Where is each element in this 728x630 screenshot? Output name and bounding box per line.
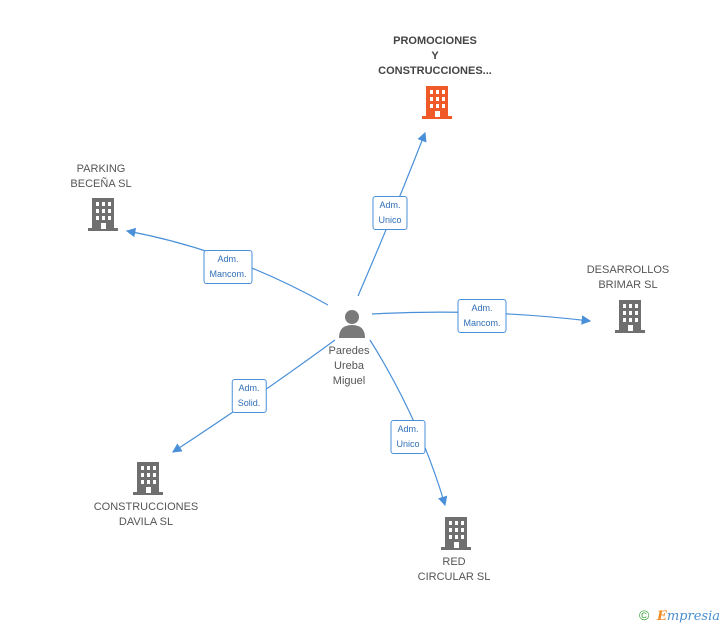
relation-badge-promociones[interactable]: Adm. Unico	[372, 196, 408, 230]
building-icon-desarrollos[interactable]	[613, 298, 647, 334]
relation-badge-red[interactable]: Adm. Unico	[390, 420, 426, 454]
building-icon-red[interactable]	[439, 515, 473, 551]
copyright-symbol: ©	[638, 607, 650, 623]
relation-badge-parking[interactable]: Adm. Mancom.	[203, 250, 253, 284]
person-icon	[339, 310, 365, 338]
brand-logo: Empresia	[656, 609, 720, 624]
company-label-parking[interactable]: PARKING BECEÑA SL	[70, 163, 132, 190]
person-name-label[interactable]: Paredes Ureba Miguel	[328, 345, 370, 387]
building-icon-davila[interactable]	[131, 460, 165, 496]
relation-badge-desarrollos[interactable]: Adm. Mancom.	[457, 299, 507, 333]
company-label-desarrollos[interactable]: DESARROLLOS BRIMAR SL	[586, 264, 670, 291]
building-icon-parking[interactable]	[86, 196, 120, 232]
brand-footer: © Empresia	[639, 607, 720, 624]
company-label-davila[interactable]: CONSTRUCCIONES DAVILA SL	[93, 501, 199, 528]
building-icon-promociones[interactable]	[420, 84, 454, 120]
company-label-promociones[interactable]: PROMOCIONES Y CONSTRUCCIONES...	[378, 35, 492, 77]
company-label-red[interactable]: RED CIRCULAR SL	[417, 556, 491, 583]
relation-badge-davila[interactable]: Adm. Solid.	[231, 379, 267, 413]
